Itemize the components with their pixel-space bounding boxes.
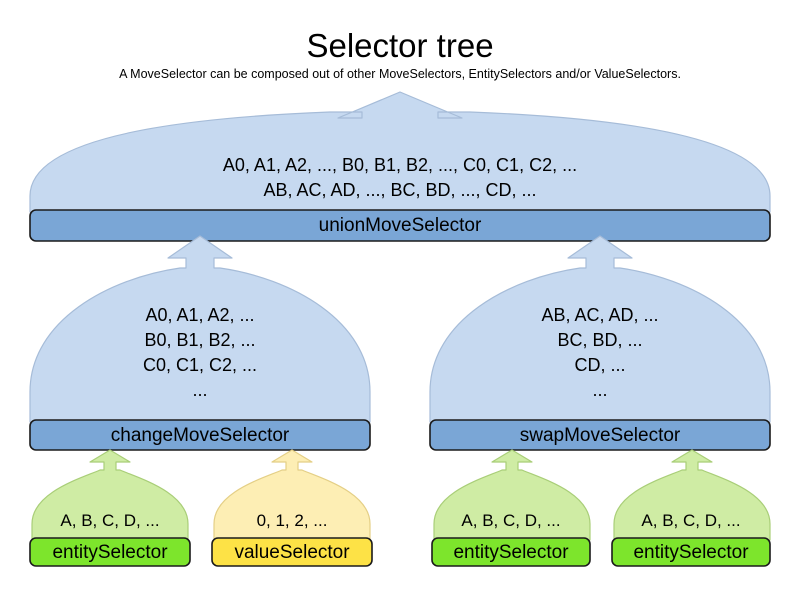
swap-entity-left-bar-label: entitySelector [453,542,569,563]
union-bar[interactable] [29,209,771,242]
union-dome-text: A0, A1, A2, ..., B0, B1, B2, ..., C0, C1… [30,153,770,203]
change-value-dome-text: 0, 1, 2, ... [256,511,328,530]
change-dome-line: C0, C1, C2, ... [142,355,258,375]
swap-bar-label: swapMoveSelector [519,425,681,446]
change-entity-bar-label: entitySelector [52,542,168,563]
change-value-dome-shape [213,449,371,541]
page-subtitle: A MoveSelector can be composed out of ot… [119,67,681,81]
swap-dome-line: ... [592,380,608,400]
swap-dome-line: CD, ... [574,355,626,375]
swap-entity-right-bar[interactable] [611,537,771,567]
change-dome-text: A0, A1, A2, ... B0, B1, B2, ... C0, C1, … [30,303,370,403]
swap-dome-shape [429,235,771,423]
swap-entity-right-dome-text: A, B, C, D, ... [641,511,741,530]
union-dome-line: AB, AC, AD, ..., BC, BD, ..., CD, ... [263,180,537,200]
union-dome-shape [29,91,771,213]
swap-entity-left-dome-shape [433,449,591,541]
change-bar-label: changeMoveSelector [110,425,290,446]
change-dome-line: A0, A1, A2, ... [145,305,255,325]
swap-dome-line: AB, AC, AD, ... [541,305,659,325]
swap-entity-right-bar-label: entitySelector [633,542,749,563]
change-dome-line: ... [192,380,208,400]
change-entity-dome-text: A, B, C, D, ... [60,511,160,530]
change-dome-shape [29,235,371,423]
page-title: Selector tree [306,27,494,64]
change-entity-bar[interactable] [29,537,191,567]
swap-bar[interactable] [429,419,771,451]
swap-entity-right-dome-shape [613,449,771,541]
swap-dome-text: AB, AC, AD, ... BC, BD, ... CD, ... ... [430,303,770,403]
change-entity-dome-shape [31,449,189,541]
swap-dome-line: BC, BD, ... [557,330,643,350]
union-bar-label: unionMoveSelector [318,215,482,236]
change-value-bar-label: valueSelector [234,542,350,563]
swap-entity-left-bar[interactable] [431,537,591,567]
union-dome-line: A0, A1, A2, ..., B0, B1, B2, ..., C0, C1… [222,155,578,175]
change-value-bar[interactable] [211,537,373,567]
change-dome-line: B0, B1, B2, ... [144,330,256,350]
change-bar[interactable] [29,419,371,451]
swap-entity-left-dome-text: A, B, C, D, ... [461,511,561,530]
